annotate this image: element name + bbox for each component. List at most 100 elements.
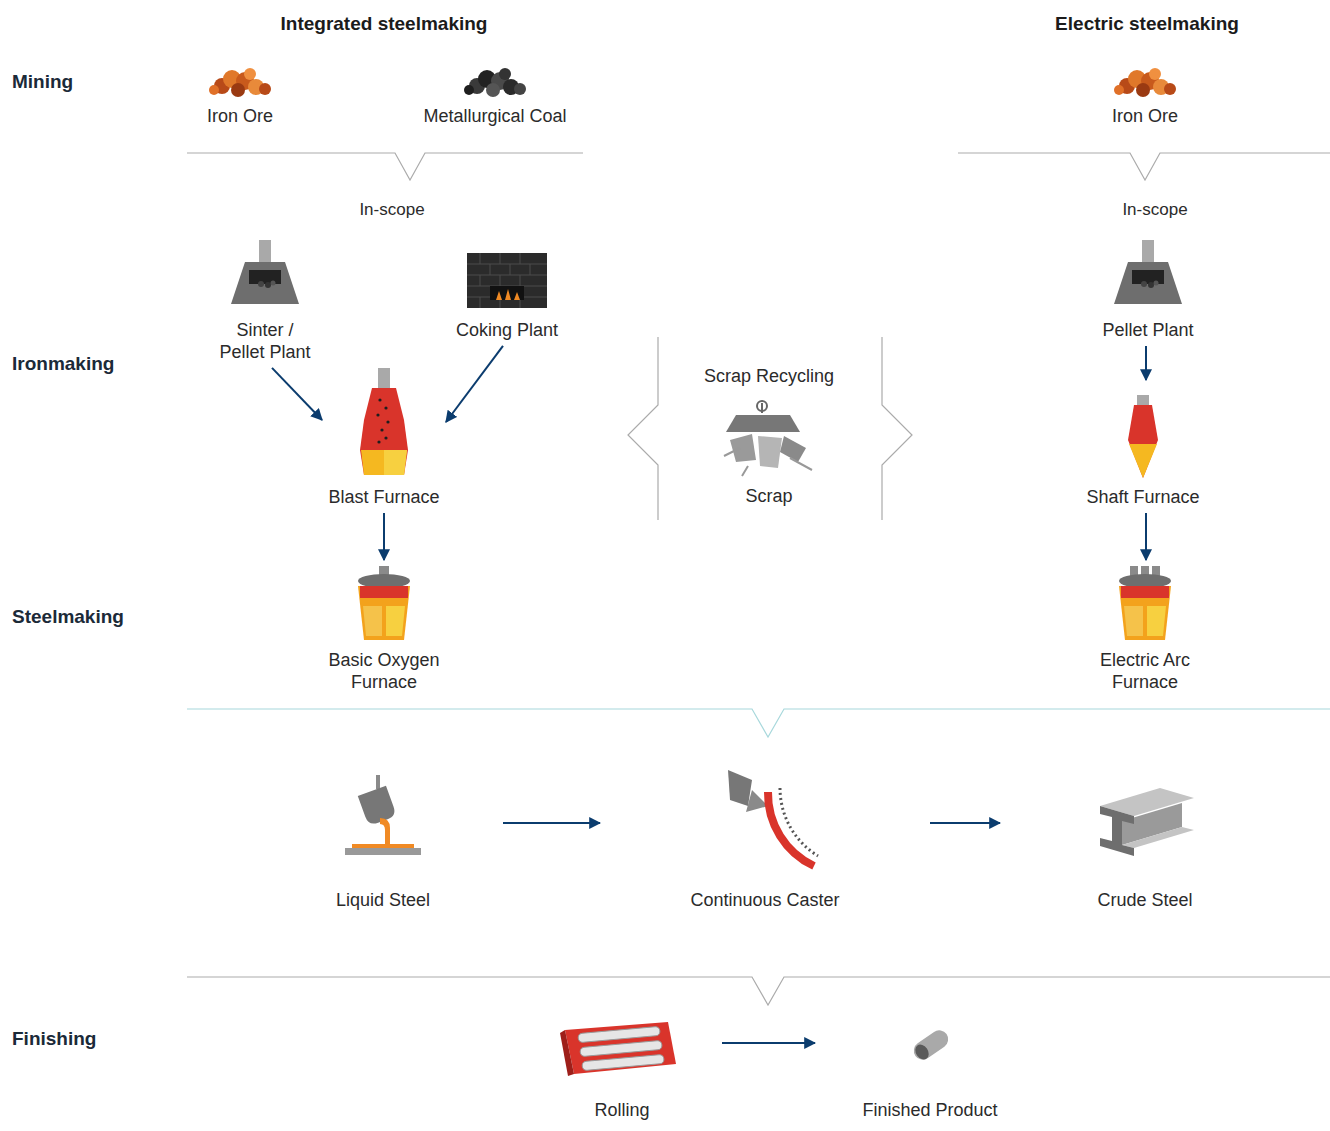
scrap-icon	[724, 448, 812, 476]
steel-illustration	[958, 153, 1330, 180]
step-label: Pellet Plant	[1102, 320, 1193, 342]
blast-furnace-icon	[377, 440, 380, 443]
step-label: Scrap	[745, 486, 792, 508]
liquid-steel-icon	[345, 775, 421, 855]
blast-furnace-icon	[384, 436, 387, 439]
column-heading: Electric steelmaking	[1055, 12, 1239, 35]
step-label: Electric Arc Furnace	[1085, 650, 1205, 694]
step-label: Blast Furnace	[328, 487, 439, 509]
in-scope-outline	[187, 211, 1330, 937]
process-step: Finished Product	[815, 1015, 1045, 1126]
steel-illustration	[187, 977, 1330, 1005]
process-step: Metallurgical Coal	[400, 62, 590, 132]
row-label: Steelmaking	[12, 605, 124, 628]
step-label: Crude Steel	[1097, 890, 1192, 912]
blast-furnace-icon	[386, 420, 389, 423]
shaft-furnace-icon	[1129, 444, 1157, 478]
steel-illustration	[464, 68, 526, 97]
rolling-icon	[560, 1022, 676, 1076]
process-step: Pellet Plant	[1083, 236, 1213, 346]
scrap-icon	[726, 415, 800, 432]
in-scope-region: Sinter / Pellet PlantCoking PlantPellet …	[187, 211, 1330, 937]
coking-plant-icon	[467, 253, 547, 308]
steel-illustration	[1114, 240, 1182, 304]
continuous-caster-icon	[728, 770, 818, 866]
shaft-furnace-icon	[1137, 395, 1149, 405]
process-step: Iron Ore	[1090, 62, 1200, 132]
step-label: Finished Product	[862, 1100, 997, 1122]
flow-arrow	[930, 822, 1000, 824]
rolling-icon	[582, 1054, 664, 1070]
step-label: Shaft Furnace	[1086, 487, 1199, 509]
process-step: Coking Plant	[442, 248, 572, 346]
rolling-icon	[578, 1026, 660, 1042]
coking-plant-icon	[467, 253, 547, 308]
liquid-steel-icon	[352, 844, 414, 848]
shaft-furnace-icon	[1128, 405, 1158, 478]
crude-steel-icon	[1100, 806, 1134, 856]
finished-product-icon	[910, 1027, 951, 1064]
finished-product-icon	[912, 1042, 931, 1062]
process-step: Scrap RecyclingScrap	[689, 366, 849, 512]
row-label: Mining	[12, 70, 73, 93]
scrap-icon	[724, 401, 812, 476]
liquid-steel-icon	[380, 818, 390, 846]
step-label: Liquid Steel	[336, 890, 430, 912]
blast-furnace-icon	[384, 406, 387, 409]
blast-furnace-icon	[376, 398, 389, 443]
continuous-caster-icon	[780, 788, 818, 856]
blast-furnace-icon	[360, 368, 408, 475]
step-label: Rolling	[594, 1100, 649, 1122]
scrap-icon	[758, 436, 782, 468]
finished-product-icon	[910, 1027, 951, 1064]
step-label: Coking Plant	[456, 320, 558, 342]
process-step: Blast Furnace	[322, 364, 446, 513]
process-step: Liquid Steel	[263, 768, 503, 916]
blast-furnace-icon	[378, 368, 390, 388]
steel-illustration	[882, 337, 912, 520]
liquid-steel-icon	[376, 775, 380, 789]
flow-arrow	[503, 822, 600, 824]
steel-illustration	[187, 153, 583, 180]
scrap-icon	[780, 436, 806, 462]
blast-furnace-icon	[380, 428, 383, 431]
scope-label: In-scope	[343, 200, 440, 221]
row-label: Ironmaking	[12, 352, 114, 375]
flow-arrow	[722, 1042, 815, 1044]
blast-furnace-icon	[361, 450, 407, 475]
flow-arrow	[272, 368, 322, 420]
process-step: Shaft Furnace	[1081, 380, 1205, 513]
scrap-icon	[757, 401, 767, 411]
step-label: Metallurgical Coal	[423, 106, 566, 128]
steel-illustration	[209, 68, 271, 97]
basic-oxygen-furnace-icon	[358, 566, 410, 640]
step-label: Scrap Recycling	[704, 366, 834, 388]
basic-oxygen-furnace-icon	[358, 586, 410, 640]
step-label: Iron Ore	[1112, 106, 1178, 128]
flow-arrow	[1145, 346, 1147, 380]
continuous-caster-icon	[768, 792, 814, 866]
scrap-icon	[730, 434, 756, 462]
step-label: Iron Ore	[207, 106, 273, 128]
column-heading: Integrated steelmaking	[281, 12, 488, 35]
electric-arc-furnace-icon	[1119, 566, 1171, 640]
flow-arrow	[1145, 513, 1147, 560]
process-step: Iron Ore	[185, 62, 295, 132]
crude-steel-icon	[1100, 788, 1194, 856]
process-step: Rolling	[522, 1015, 722, 1126]
step-label: Continuous Caster	[690, 890, 839, 912]
basic-oxygen-furnace-icon	[358, 574, 410, 588]
process-step: Crude Steel	[1000, 775, 1290, 916]
row-label: Finishing	[12, 1027, 96, 1050]
process-step: Basic Oxygen Furnace	[314, 560, 454, 698]
liquid-steel-icon	[358, 786, 397, 826]
shaft-furnace-icon	[1128, 395, 1158, 478]
steel-illustration	[187, 709, 1330, 737]
blast-furnace-icon	[360, 388, 408, 475]
steel-illustration	[1114, 68, 1176, 97]
liquid-steel-icon	[345, 848, 421, 855]
flow-arrow	[446, 346, 503, 422]
